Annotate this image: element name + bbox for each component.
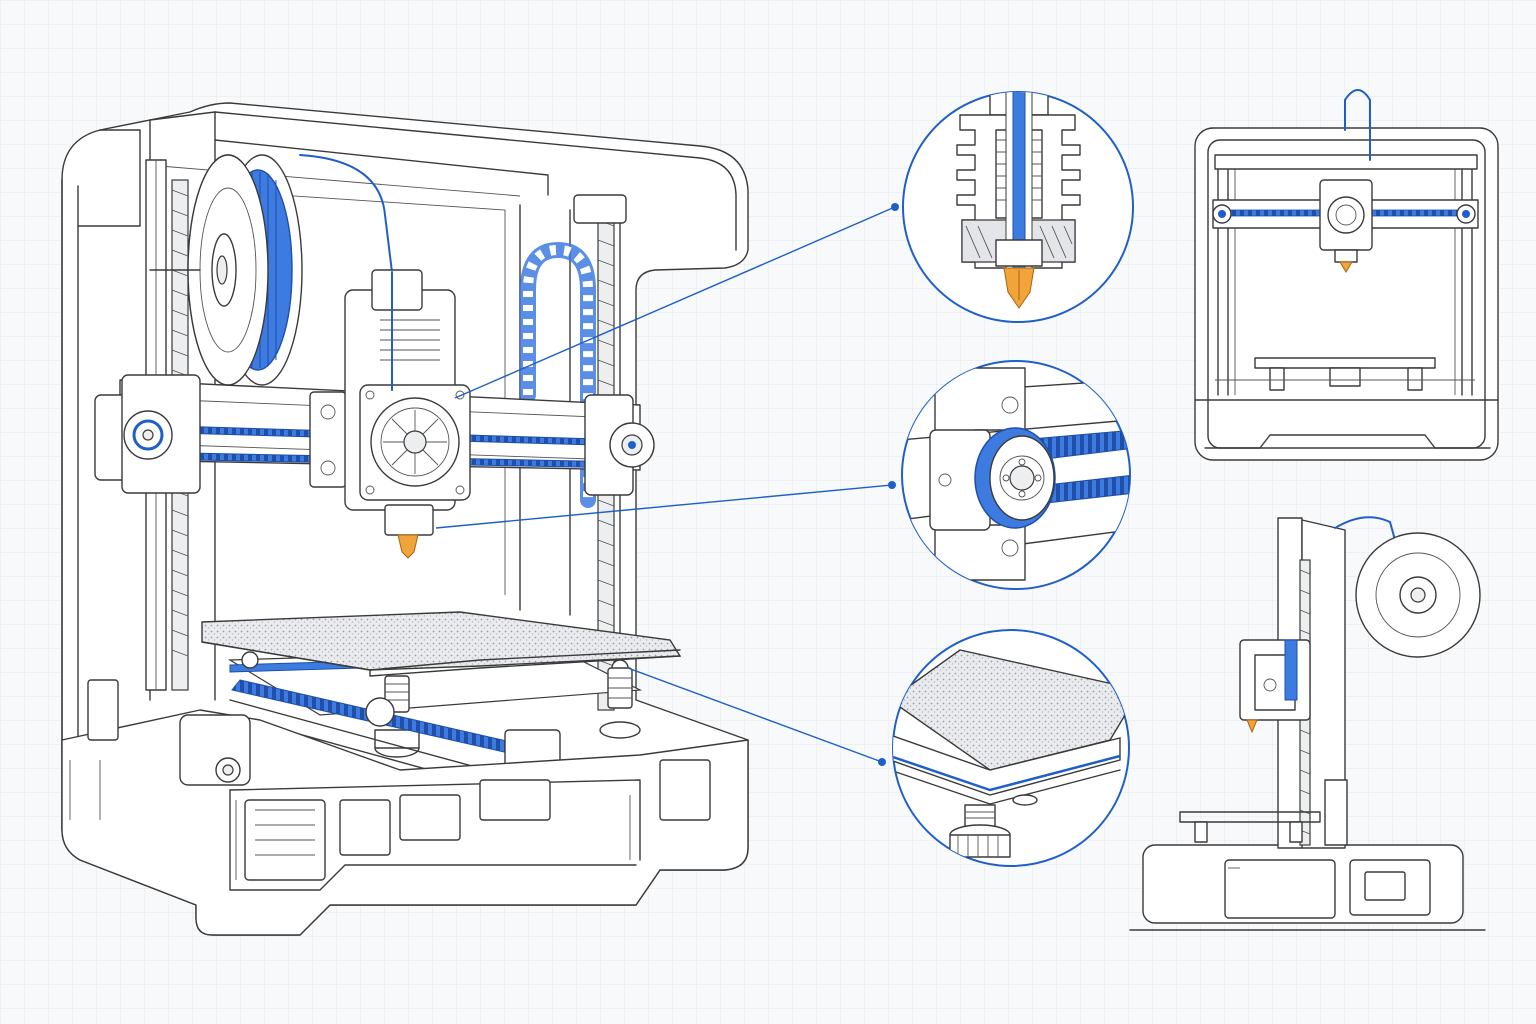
bed-leveling-knob-right xyxy=(599,667,641,739)
print-head xyxy=(344,269,471,559)
leader-line-bed xyxy=(627,667,883,763)
filament-tube xyxy=(299,154,393,273)
filament-spool xyxy=(149,154,303,386)
printer-front-view xyxy=(1194,89,1499,461)
printer-isometric-view xyxy=(61,102,899,936)
printer-base xyxy=(61,679,749,936)
leader-line-pulley xyxy=(435,484,893,529)
leader-line-hotend xyxy=(454,206,896,399)
callout-belt-pulley-detail xyxy=(901,360,1131,590)
printer-side-view xyxy=(1129,516,1486,931)
callout-print-bed-detail xyxy=(892,629,1130,867)
cable-chain xyxy=(520,241,596,508)
callout-hotend-detail xyxy=(902,91,1134,323)
nozzle-icon xyxy=(397,534,419,559)
